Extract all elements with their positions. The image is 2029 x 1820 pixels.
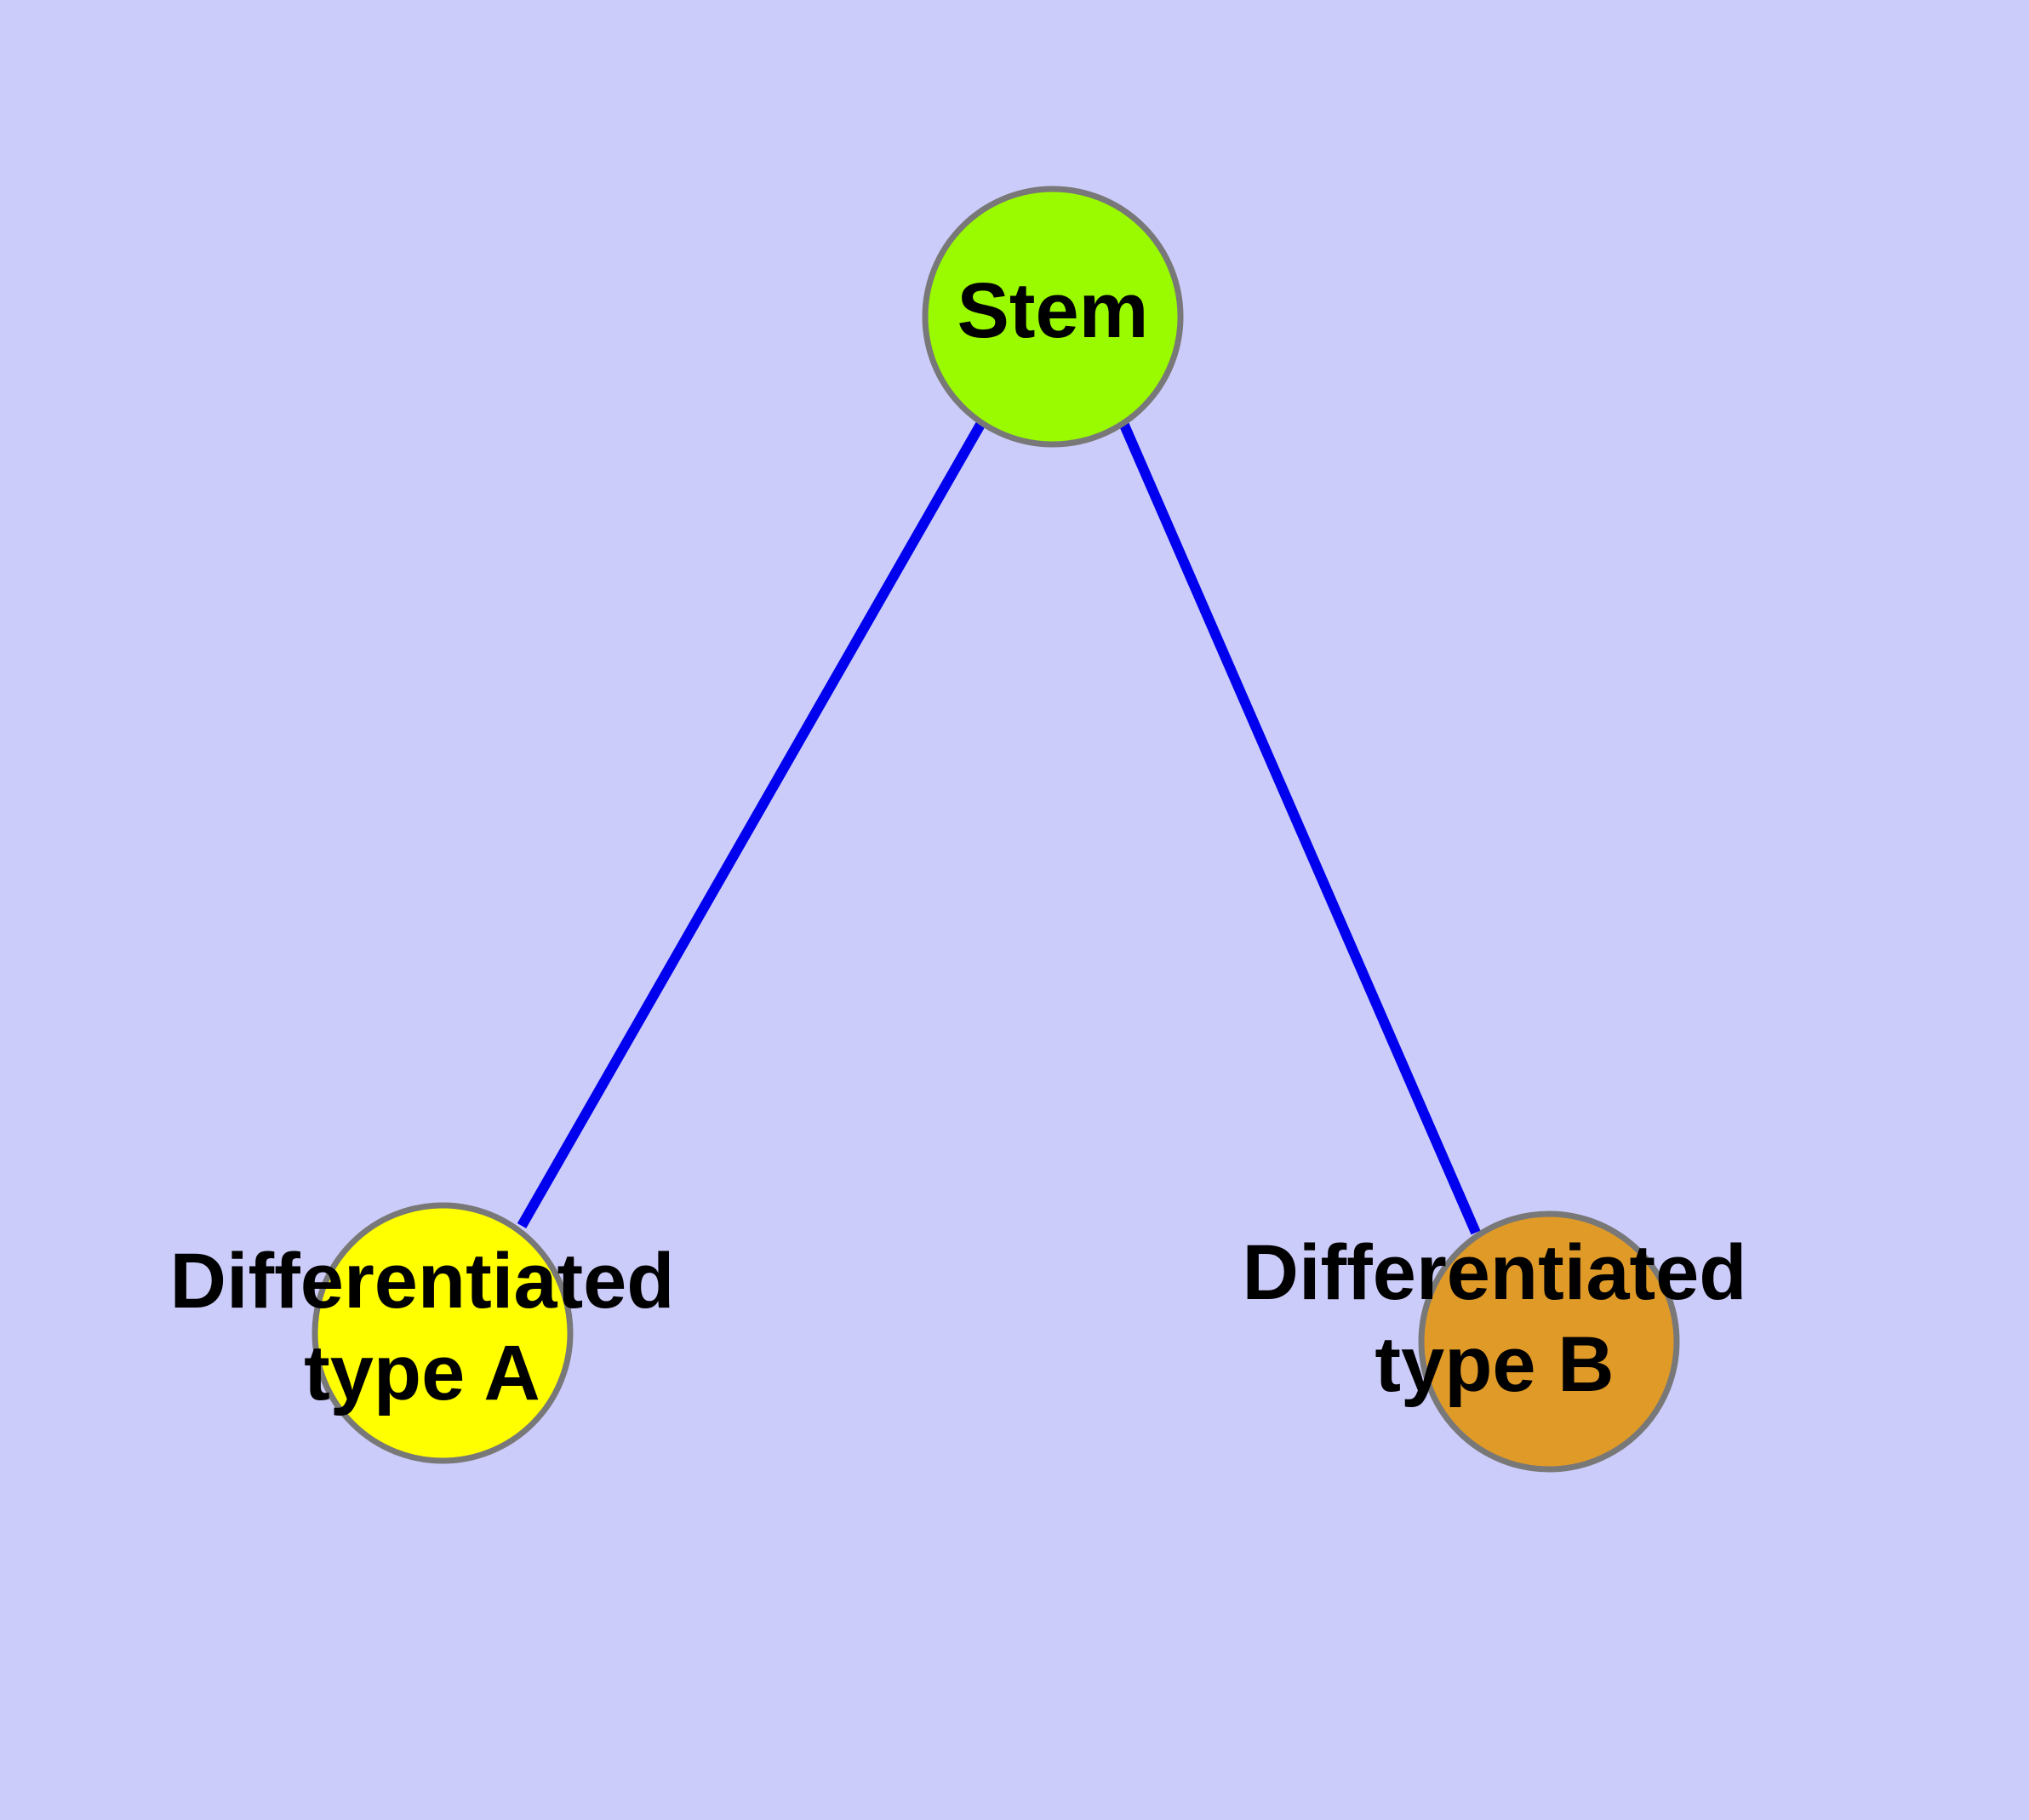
node-stem[interactable]: Stem [922,186,1184,448]
node-differentiated-type-b-circle[interactable] [1418,1210,1680,1473]
edge-stem-to-type-a [517,421,986,1228]
edge-stem-to-type-b [1118,421,1481,1235]
node-stem-circle[interactable] [922,186,1184,448]
node-differentiated-type-a-circle[interactable] [311,1202,574,1464]
node-stem-label: Stem [957,267,1149,354]
